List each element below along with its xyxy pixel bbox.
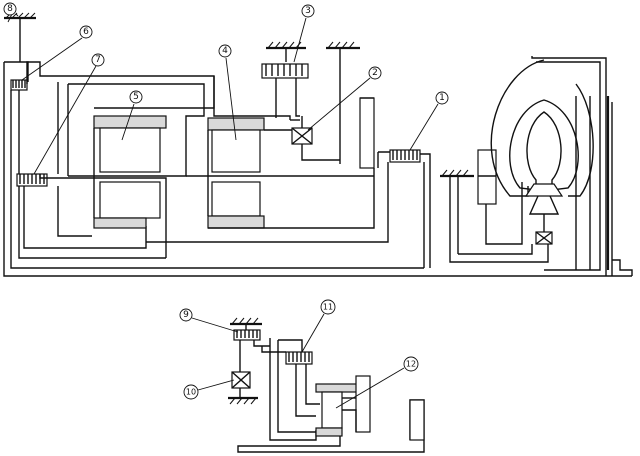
callout-1 <box>435 91 449 105</box>
callout-5 <box>129 90 143 104</box>
brake-9 <box>233 329 261 341</box>
callout-1-label: 1 <box>439 93 445 103</box>
output-member <box>359 97 375 169</box>
callout-11 <box>320 299 336 315</box>
ground-3b <box>326 41 360 164</box>
torque-converter <box>490 59 594 232</box>
callout-10-label: 10 <box>186 388 196 397</box>
clutch-3 <box>261 63 309 79</box>
stator-support <box>477 149 497 205</box>
callout-7 <box>91 53 105 67</box>
planetary-set-12 <box>315 375 371 437</box>
callout-9-label: 9 <box>183 310 189 320</box>
callout-6 <box>79 25 93 39</box>
ground-9 <box>230 317 262 330</box>
ground-tc <box>440 169 474 254</box>
callout-4-label: 4 <box>222 46 228 56</box>
callout-6-label: 6 <box>83 27 89 37</box>
callout-3 <box>301 4 315 18</box>
one-way-clutch-10 <box>231 371 251 389</box>
brake-6 <box>10 79 28 91</box>
callout-8 <box>3 2 17 16</box>
callout-2-label: 2 <box>372 68 378 78</box>
ground-3 <box>266 41 306 62</box>
upper-schematic <box>3 12 633 277</box>
callout-5-label: 5 <box>133 92 139 102</box>
callouts: 8 6 7 5 4 3 2 1 9 10 <box>3 2 449 409</box>
one-way-clutch-tc <box>535 231 553 245</box>
callout-9 <box>179 308 193 322</box>
callout-12 <box>403 356 419 372</box>
one-way-clutch-2 <box>291 127 313 145</box>
output-member-lower <box>409 399 425 441</box>
callout-12-label: 12 <box>406 360 416 369</box>
clutch-1 <box>389 149 421 163</box>
callout-10 <box>183 384 199 400</box>
planetary-set-5 <box>93 115 167 229</box>
ground-10 <box>228 396 258 405</box>
clutch-11 <box>285 351 313 365</box>
brake-7 <box>16 173 48 187</box>
callout-4 <box>218 44 232 58</box>
callout-11-label: 11 <box>323 303 333 312</box>
callout-7-label: 7 <box>95 55 101 65</box>
ground-8 <box>4 12 36 62</box>
lower-schematic <box>228 317 425 453</box>
callout-3-label: 3 <box>305 6 311 16</box>
callout-2 <box>368 66 382 80</box>
planetary-set-4 <box>207 117 265 229</box>
callout-8-label: 8 <box>7 4 13 14</box>
